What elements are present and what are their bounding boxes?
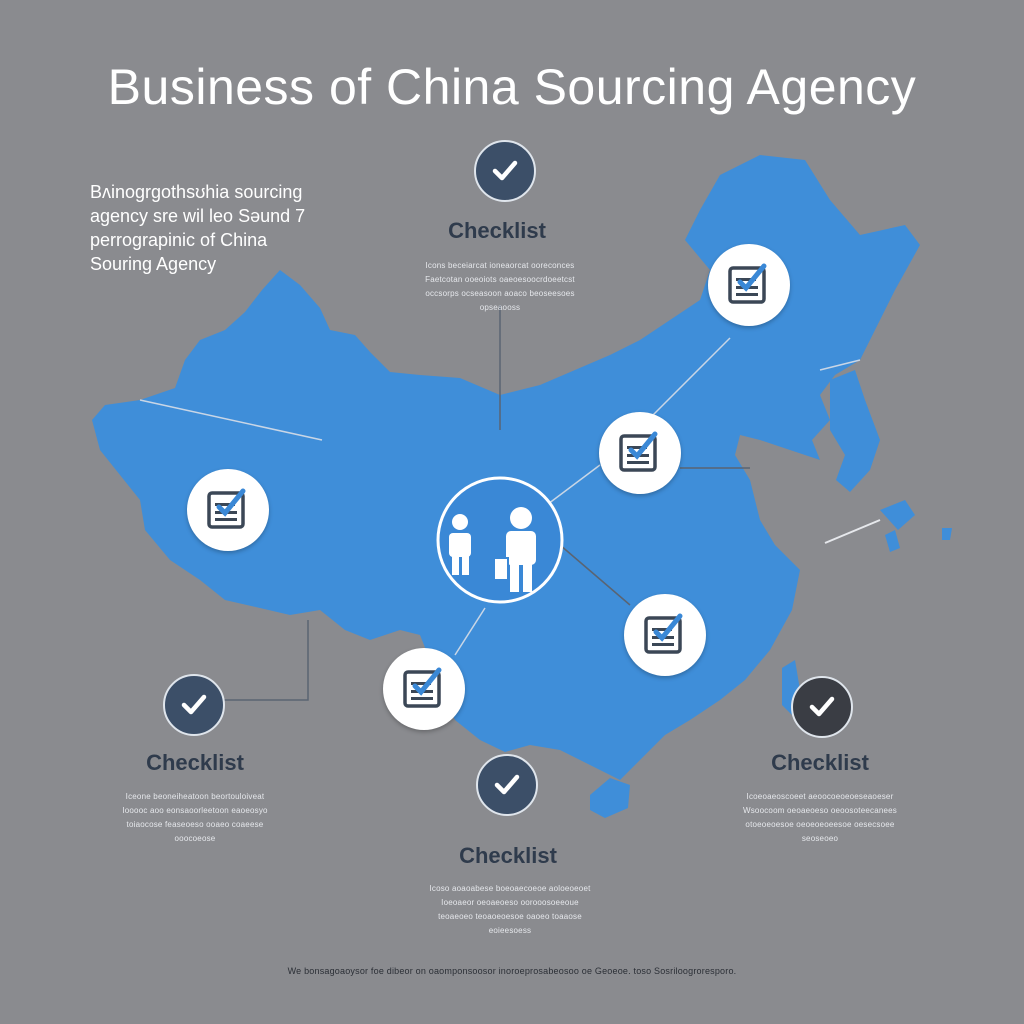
caption-line: toiaocose feaseoeso ooaeo coaeese [126, 820, 264, 829]
connector-line [454, 607, 486, 656]
caption-line: eoieesoess [488, 926, 532, 935]
checklist-label: Checklist [771, 750, 869, 775]
caption-line: Icons beceiarcat ioneaorcat ooreconces [425, 261, 575, 270]
caption-line: Ioeoaeor oeoaeoeso oorooosoeeoue [441, 898, 579, 907]
checklist-icon-badge [708, 244, 790, 326]
island-fragment-shape [880, 500, 915, 530]
connector-line [559, 544, 631, 606]
connector-line [222, 620, 309, 701]
check-mark-badge [476, 754, 538, 816]
checklist-icon-badge [599, 412, 681, 494]
checklist-icon [619, 431, 658, 472]
intro-line: perrograpinic of China [90, 230, 268, 250]
caption-line: teoaeoeo teoaoeoesoe oaoeo toaaose [438, 912, 582, 921]
checklist-icon-badge [383, 648, 465, 730]
page-title: Business of China Sourcing Agency [107, 59, 917, 115]
check-mark-badge [791, 676, 853, 738]
checklist-caption: Icoeoaeoscoeet aeoocoeoeoeseaoeser Wsooc… [725, 790, 915, 846]
check-mark-badge [474, 140, 536, 202]
caption-line: otoeoeoesoe oeoeoeoeesoe oesecsoee [745, 820, 895, 829]
checklist-icon-badge [187, 469, 269, 551]
caption-line: Faetcotan ooeoiots oaeoesoocrdoeetcst [425, 275, 575, 284]
caption-line: Wsoocoom oeoaeoeso oeoosoteecanees [742, 806, 897, 815]
checklist-icon [644, 613, 683, 654]
check-mark-icon [181, 694, 207, 715]
caption-line: seoseoeo [801, 834, 839, 843]
footer-note: We bonsagoaoysor foe dibeor on oaomponso… [287, 966, 737, 976]
caption-line: occsorps ocseasoon aoaco beoseesoes [425, 289, 575, 298]
korea-peninsula-shape [830, 370, 880, 492]
checklist-label: Checklist [448, 218, 546, 243]
checklist-label: Checklist [459, 843, 557, 868]
checklist-icon [728, 263, 767, 304]
checklist-icon-badge [624, 594, 706, 676]
island-fragment-shape [942, 528, 952, 540]
checklist-caption: Icoso aoaoabese boeoaecoeoe aoloeoeoet I… [415, 882, 605, 938]
check-mark-icon [494, 774, 520, 795]
checklist-caption: Icons beceiarcat ioneaorcat ooreconces F… [405, 259, 595, 315]
checklist-icon [207, 488, 246, 529]
intro-line: Bʌinogrgothsʊhia sourcing [90, 182, 303, 202]
caption-line: Icoso aoaoabese boeoaecoeoe aoloeoeoet [429, 884, 591, 893]
checklist-caption: Iceone beoneiheatoon beortouloiveat Iooo… [100, 790, 290, 846]
caption-line: Iceone beoneiheatoon beortouloiveat [125, 792, 265, 801]
checklist-icon [403, 667, 442, 708]
intro-line: Souring Agency [90, 254, 217, 274]
checklist-label: Checklist [146, 750, 244, 775]
caption-line: opseaooss [479, 303, 521, 312]
china-mainland-shape [92, 155, 920, 780]
team-people-icon [449, 507, 536, 592]
island-line [824, 519, 881, 544]
connector-line [819, 359, 861, 371]
check-mark-badge [163, 674, 225, 736]
check-mark-icon [492, 160, 518, 181]
connector-line [139, 399, 323, 441]
connector-lines [139, 305, 861, 701]
hainan-island-shape [590, 778, 630, 818]
caption-line: Icoeoaeoscoeet aeoocoeoeoeseaoeser [746, 792, 894, 801]
island-fragment-shape [885, 530, 900, 552]
connector-line [639, 337, 731, 429]
caption-line: Iooooc aoo eonsaoorleetoon eaoeosyo [122, 806, 268, 815]
intro-text: Bʌinogrgothsʊhia sourcing agency sre wil… [90, 180, 350, 276]
check-mark-icon [809, 696, 835, 717]
intro-line: agency sre wil leo Səund 7 [90, 206, 306, 226]
caption-line: ooocoeose [174, 834, 216, 843]
